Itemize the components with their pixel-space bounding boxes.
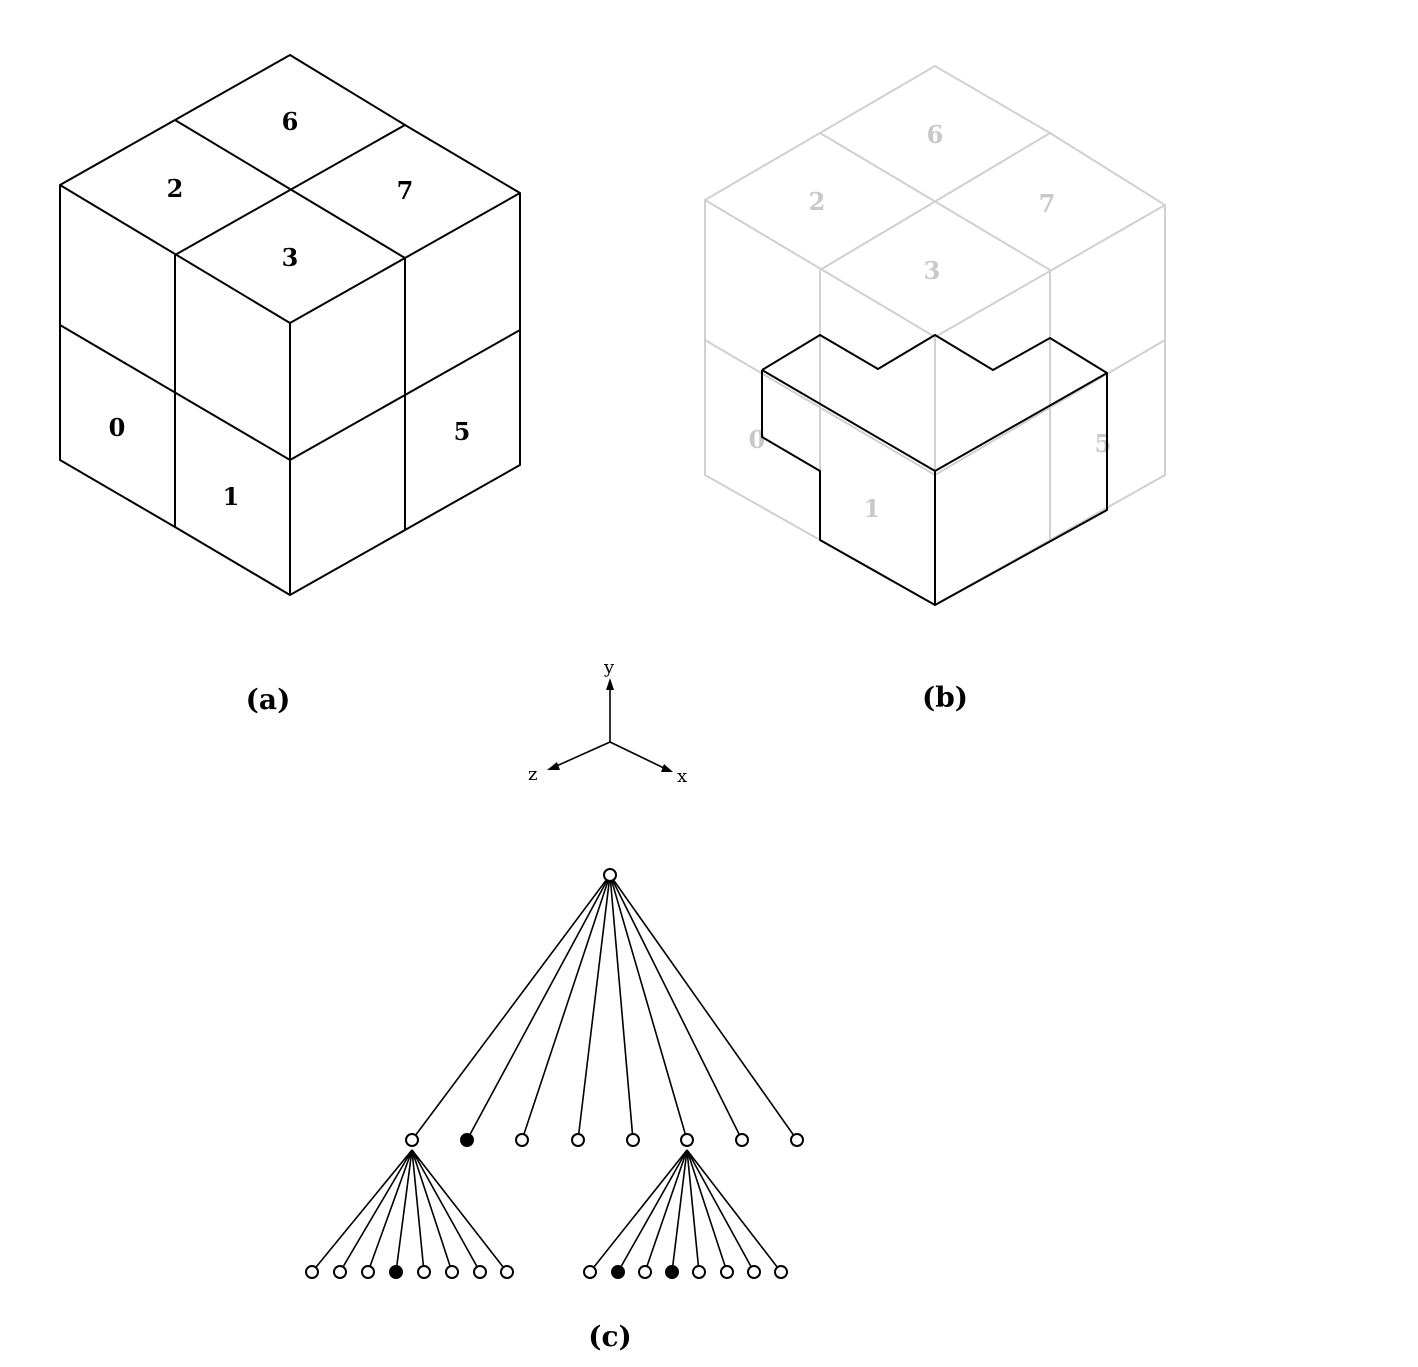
cube-b: 6 2 7 3 0 1 5 (b): [704, 64, 1166, 714]
cube-a-label-6: 6: [282, 107, 299, 136]
octree-leaf-node-empty: [305, 1265, 319, 1279]
cube-a-label-2: 2: [167, 174, 184, 203]
cube-a-label-5: 5: [454, 417, 471, 446]
octree-edge: [609, 874, 743, 1141]
octree-child-node-full: [460, 1133, 474, 1147]
cube-b-label-1: 1: [864, 494, 881, 523]
cube-b-label-7: 7: [1039, 189, 1056, 218]
octree-child-node: [626, 1133, 640, 1147]
octree-edge: [609, 874, 798, 1141]
cube-a-label-1: 1: [223, 482, 240, 511]
cube-a: 6 2 7 3 0 1 5 (a): [59, 54, 521, 716]
octree-edge: [466, 874, 611, 1141]
octree-edge: [411, 874, 611, 1141]
y-axis-label: y: [603, 657, 615, 678]
octree-edge: [686, 1149, 782, 1273]
octree-edge: [521, 874, 611, 1141]
octree-edge: [339, 1149, 413, 1273]
caption-a: (a): [246, 683, 291, 716]
z-axis-arrow: [547, 762, 560, 770]
octree-edge: [367, 1149, 413, 1273]
cube-b-label-3: 3: [924, 256, 941, 285]
octree-leaf-node-empty: [747, 1265, 761, 1279]
octree-edge: [671, 1149, 688, 1273]
octree-edges: [311, 874, 798, 1273]
x-axis-label: x: [677, 766, 687, 787]
cube-a-label-3: 3: [282, 243, 299, 272]
octree-edge: [411, 1149, 481, 1273]
x-axis-line: [609, 741, 669, 771]
caption-c: (c): [588, 1320, 632, 1353]
octree-leaf-node-empty: [333, 1265, 347, 1279]
cube-a-label-7: 7: [397, 176, 414, 205]
octree-edge: [577, 874, 611, 1141]
octree-leaf-node-empty: [473, 1265, 487, 1279]
cube-b-label-5: 5: [1095, 429, 1112, 458]
z-axis-label: z: [528, 764, 537, 785]
octree-edge: [395, 1149, 413, 1273]
cube-a-edge: [174, 124, 406, 256]
octree-leaf-node-empty: [692, 1265, 706, 1279]
octree-leaf-node-empty: [583, 1265, 597, 1279]
cube-b-edge: [819, 132, 1051, 271]
octree-child-node: [515, 1133, 529, 1147]
octree-leaf-node-empty: [638, 1265, 652, 1279]
octree-leaf-node-empty: [361, 1265, 375, 1279]
octree-nodes: [305, 868, 804, 1279]
octree-child-node: [571, 1133, 585, 1147]
z-axis-line: [551, 741, 611, 769]
octree-edge: [644, 1149, 688, 1273]
cube-b-label-2: 2: [809, 187, 826, 216]
octree-leaf-node-empty: [417, 1265, 431, 1279]
caption-b: (b): [922, 681, 968, 714]
octree-leaf-node-empty: [720, 1265, 734, 1279]
octree-edge: [589, 1149, 688, 1273]
axes-triad: y z x: [528, 657, 687, 787]
octree-leaf-node-empty: [774, 1265, 788, 1279]
octree-edge: [609, 874, 634, 1141]
octree-edge: [411, 1149, 425, 1273]
octree-leaf-node-full: [611, 1265, 625, 1279]
octree-child-node: [405, 1133, 419, 1147]
y-axis-arrow: [606, 678, 614, 690]
octree-edge: [609, 874, 688, 1141]
octree-leaf-node-full: [389, 1265, 403, 1279]
octree-child-node: [790, 1133, 804, 1147]
cube-a-label-0: 0: [109, 413, 126, 442]
octree-edge: [617, 1149, 688, 1273]
octree-leaf-node-empty: [500, 1265, 514, 1279]
x-axis-arrow: [661, 764, 673, 772]
octree-root-node: [603, 868, 617, 882]
octree-edge: [686, 1149, 700, 1273]
cube-b-outline: [704, 64, 1166, 607]
octree-leaf-node-full: [665, 1265, 679, 1279]
octree-child-node: [680, 1133, 694, 1147]
cube-b-label-6: 6: [927, 120, 944, 149]
octree-edge: [311, 1149, 413, 1273]
octree-edge: [411, 1149, 453, 1273]
octree-edge: [686, 1149, 728, 1273]
octree-leaf-node-empty: [445, 1265, 459, 1279]
octree-edge: [411, 1149, 508, 1273]
octree-edge: [686, 1149, 755, 1273]
octree-child-node: [735, 1133, 749, 1147]
cube-a-outline: [59, 54, 521, 596]
